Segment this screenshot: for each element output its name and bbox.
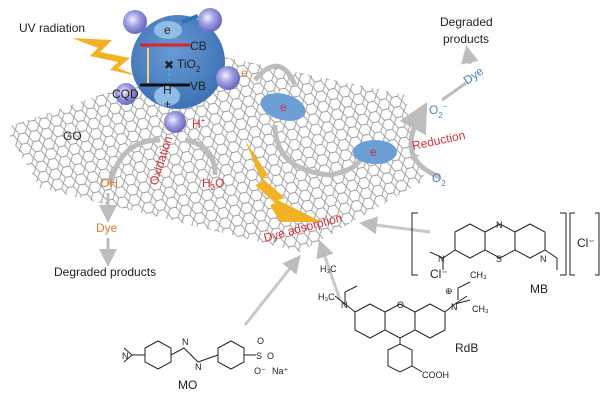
- mo-n-azo-2: N: [195, 362, 202, 372]
- oxidation-arc-right: [184, 137, 218, 176]
- electron-spot: [154, 21, 182, 39]
- o2-label: O2: [432, 171, 446, 188]
- mo-molecule: [123, 340, 256, 370]
- mb-n-left: N: [438, 254, 445, 264]
- graphene-oxide-sheet: [5, 55, 425, 252]
- mo-n-azo-1: N: [182, 337, 189, 347]
- rdb-h3c-1: H₃C: [318, 292, 335, 302]
- rdb-cooh: COOH: [422, 370, 449, 380]
- arrow-mb: [359, 216, 431, 235]
- rdb-o-ring: O: [397, 300, 404, 310]
- degraded-right-1: Degraded: [440, 15, 493, 29]
- go-label: GO: [63, 129, 82, 143]
- mo-n-amine: N: [122, 351, 129, 361]
- reduction-label: Reduction: [411, 128, 467, 153]
- cqd-particle: [216, 66, 240, 90]
- mo-o2: O: [267, 351, 274, 361]
- rdb-n-left: N: [341, 300, 348, 310]
- oxidation-arc-left: [107, 137, 161, 186]
- degraded-right-2: products: [443, 32, 489, 46]
- rdb-counter-ion: Cl⁻: [430, 267, 448, 281]
- transfer-arc: [253, 63, 298, 87]
- mb-s-ring: S: [496, 254, 502, 264]
- transfer-arc-2: [272, 124, 363, 178]
- mb-label: MB: [530, 282, 548, 296]
- mo-o-minus: O⁻: [254, 366, 266, 376]
- o2-minus-label: O2−: [429, 102, 448, 120]
- hole-spot: [154, 86, 180, 106]
- rdb-molecule: [334, 281, 471, 373]
- cqd-particle: [115, 83, 137, 105]
- rdb-ch3-2: CH₃: [472, 304, 489, 314]
- e-sheet-2: e: [370, 145, 377, 159]
- hole-label: H: [163, 83, 172, 97]
- rdb-n-plus: ⊕: [445, 286, 453, 296]
- h-plus-label: H+: [192, 116, 206, 131]
- dye-left-label: Dye: [96, 221, 118, 235]
- e-minus-label: e: [241, 66, 248, 80]
- mo-na: Na⁺: [272, 366, 289, 376]
- arrow-o2-dye: [441, 81, 467, 102]
- electron-site-1: [260, 93, 306, 121]
- cqd-particle: [164, 111, 186, 133]
- tio2-label: TiO2: [177, 57, 201, 74]
- electron-label: e: [164, 23, 171, 37]
- hole-plus: +: [164, 97, 171, 111]
- mb-n-right: N: [540, 254, 547, 264]
- uv-radiation-label: UV radiation: [19, 21, 85, 35]
- cqd-label: CQD: [112, 87, 139, 101]
- arrow-mo: [243, 254, 301, 326]
- cqd-particle: [198, 8, 222, 32]
- arrow-rdb: [316, 239, 342, 301]
- electron-site-2: [353, 140, 397, 164]
- e-sheet-1: e: [280, 100, 287, 114]
- oh-label: OH: [100, 176, 118, 190]
- mb-n-ring: N: [496, 220, 503, 230]
- dye-adsorption-bolt-icon: [245, 140, 322, 222]
- mb-molecule: [411, 212, 600, 276]
- h2o-label: H2O: [202, 176, 224, 192]
- mo-label: MO: [178, 378, 197, 392]
- mo-o1: O: [257, 336, 264, 346]
- rdb-h3c-2: H₃C: [320, 264, 337, 274]
- uv-bolt-icon: [72, 38, 138, 76]
- vb-label: VB: [190, 79, 206, 93]
- rdb-label: RdB: [455, 341, 478, 355]
- cross-mark: ✖: [164, 58, 174, 72]
- cqd-particle: [123, 10, 147, 34]
- cb-label: CB: [190, 39, 207, 53]
- mo-s: S: [256, 351, 262, 361]
- electron-transfer-arrow: [181, 14, 199, 24]
- rdb-ch3-1: CH₃: [470, 270, 487, 280]
- rdb-n-right: N: [451, 302, 458, 312]
- reduction-arc: [399, 101, 441, 180]
- mb-counter-ion: Cl⁻: [577, 236, 595, 250]
- arrow-dye-degraded-right: [460, 45, 479, 65]
- degraded-left-label: Degraded products: [54, 265, 156, 279]
